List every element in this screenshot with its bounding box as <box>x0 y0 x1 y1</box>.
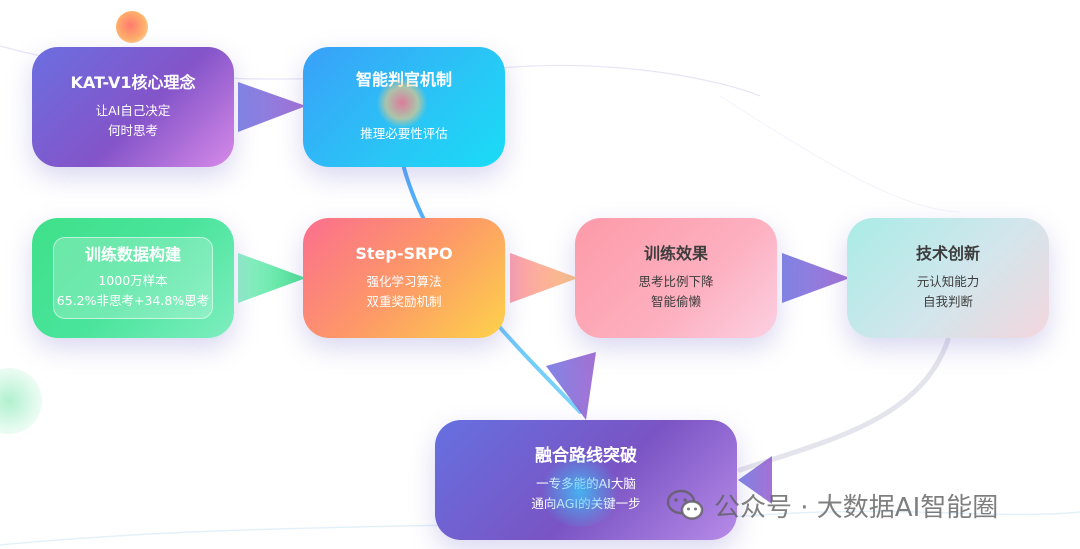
node-core-concept: KAT-V1核心理念 让AI自己决定 何时思考 <box>32 47 234 167</box>
arrow-srpo-to-effect <box>510 253 578 303</box>
brain-glow-icon <box>377 78 427 128</box>
arrow-innovation-to-fusion <box>738 456 772 504</box>
node-title: KAT-V1核心理念 <box>70 73 196 92</box>
node-text: 双重奖励机制 <box>366 294 442 309</box>
node-text: 让AI自己决定 <box>95 103 171 118</box>
decorative-orange-dot <box>116 11 148 43</box>
node-text: 自我判断 <box>922 294 973 309</box>
connector-innovation-to-fusion <box>737 337 951 473</box>
node-training-data: 训练数据构建 1000万样本 65.2%非思考+34.8%思考 <box>32 218 234 338</box>
node-text: 推理必要性评估 <box>360 126 448 141</box>
watermark-text: 公众号 · 大数据AI智能圈 <box>714 492 999 523</box>
node-title: Step-SRPO <box>355 244 453 263</box>
watermark: 公众号 · 大数据AI智能圈 <box>666 488 999 523</box>
center-glow <box>540 457 620 527</box>
node-tech-innovation: 技术创新 元认知能力 自我判断 <box>847 218 1049 338</box>
arrow-data-to-srpo <box>238 253 306 303</box>
node-title: 训练效果 <box>643 244 708 263</box>
node-text: 元认知能力 <box>916 274 980 289</box>
background-swoosh <box>719 95 961 213</box>
arrow-core-to-judge <box>238 82 306 132</box>
node-text: 何时思考 <box>107 123 158 138</box>
node-text: 1000万样本 <box>98 273 168 288</box>
training-data-panel: 训练数据构建 1000万样本 65.2%非思考+34.8%思考 <box>53 237 213 319</box>
node-step-srpo: Step-SRPO 强化学习算法 双重奖励机制 <box>303 218 505 338</box>
node-text: 65.2%非思考+34.8%思考 <box>56 293 210 308</box>
node-training-effect: 训练效果 思考比例下降 智能偷懒 <box>575 218 777 338</box>
node-title: 训练数据构建 <box>84 245 181 264</box>
node-text: 强化学习算法 <box>366 274 442 289</box>
node-text: 思考比例下降 <box>638 274 714 289</box>
node-text: 智能偷懒 <box>650 294 701 309</box>
node-title: 技术创新 <box>915 244 980 263</box>
wechat-icon <box>666 489 704 520</box>
arrow-effect-to-innovation <box>782 253 850 303</box>
arrow-down-to-fusion <box>546 352 596 420</box>
